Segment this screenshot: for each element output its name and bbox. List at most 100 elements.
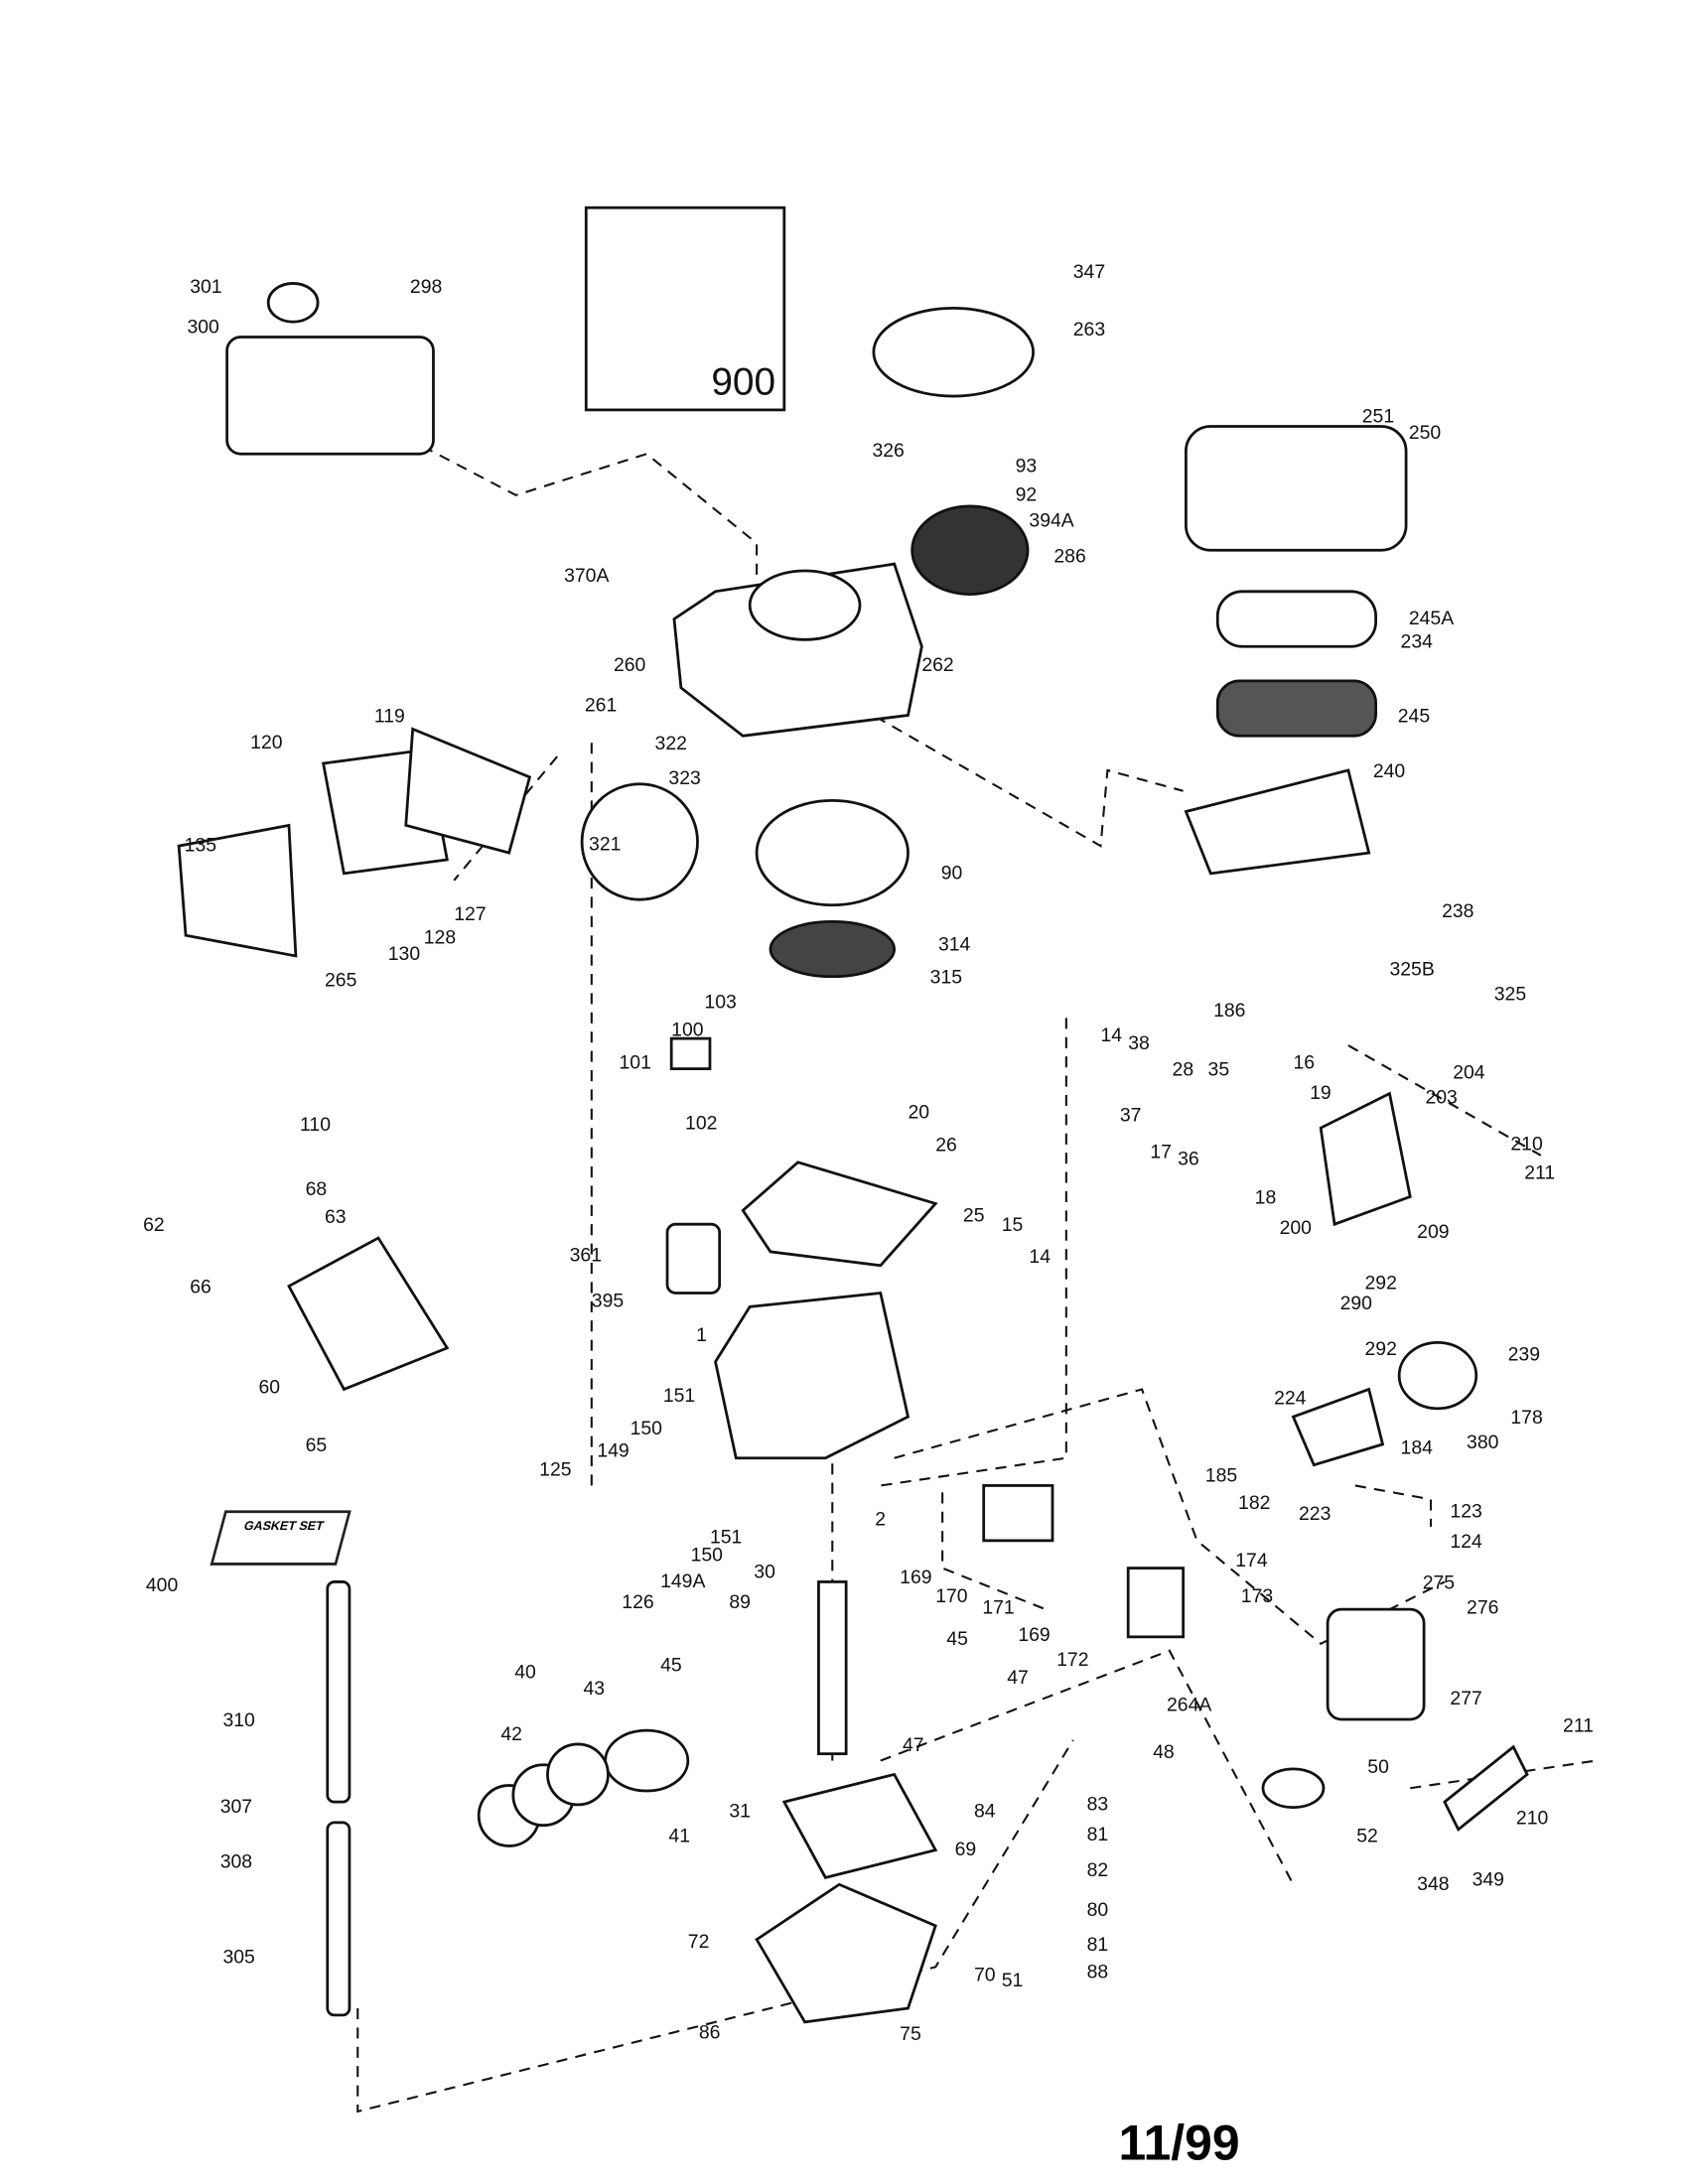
bracket-shape bbox=[177, 823, 298, 958]
part-number-label: 395 bbox=[591, 1289, 625, 1311]
intake-shape bbox=[1291, 1387, 1385, 1467]
part-number-label: 290 bbox=[1339, 1292, 1372, 1314]
part-number-label: 47 bbox=[1007, 1665, 1029, 1689]
sump-gasket-shape bbox=[781, 1772, 938, 1879]
part-number-label: 83 bbox=[1086, 1792, 1109, 1815]
part-number-label: 40 bbox=[514, 1660, 536, 1683]
part-number-label: 323 bbox=[668, 765, 701, 788]
part-number-label: 66 bbox=[190, 1275, 211, 1297]
part-number-label: 89 bbox=[729, 1589, 751, 1612]
part-number-label: 84 bbox=[974, 1799, 996, 1822]
part-number-label: 223 bbox=[1299, 1502, 1332, 1525]
part-number-label: 300 bbox=[187, 315, 219, 338]
part-number-label: 42 bbox=[500, 1721, 522, 1744]
carburetor-shape bbox=[1397, 1340, 1478, 1411]
part-number-label: 17 bbox=[1150, 1140, 1172, 1162]
brake-bracket-shape bbox=[1443, 1744, 1529, 1833]
part-number-label: 286 bbox=[1053, 544, 1086, 567]
dipstick-tube-shape bbox=[326, 1580, 351, 1804]
part-number-label: 124 bbox=[1450, 1529, 1482, 1552]
part-number-label: 31 bbox=[729, 1799, 751, 1822]
part-number-label: 245A bbox=[1408, 607, 1455, 629]
muffler-shape bbox=[1326, 1607, 1426, 1721]
part-number-label: 51 bbox=[1001, 1968, 1024, 1990]
part-number-label: 126 bbox=[622, 1589, 654, 1612]
part-number-label: 310 bbox=[222, 1707, 255, 1731]
part-number-label: 149A bbox=[660, 1569, 706, 1592]
part-number-label: 72 bbox=[687, 1929, 710, 1953]
part-number-label: 347 bbox=[1072, 259, 1106, 283]
part-outlines bbox=[177, 282, 1529, 2024]
part-number-label: 50 bbox=[1367, 1755, 1389, 1778]
part-number-label: 171 bbox=[982, 1595, 1015, 1618]
part-number-label: 264A bbox=[1166, 1693, 1212, 1715]
part-number-label: 250 bbox=[1408, 420, 1442, 444]
part-number-label: 234 bbox=[1400, 629, 1433, 652]
part-number-label: 52 bbox=[1356, 1824, 1378, 1846]
part-number-label: 128 bbox=[423, 925, 457, 948]
part-number-label: 25 bbox=[962, 1203, 985, 1226]
part-number-label: 14 bbox=[1029, 1244, 1052, 1268]
engine-inset-box: 900 bbox=[584, 205, 786, 412]
part-number-label: 90 bbox=[940, 861, 963, 884]
part-number-label: 276 bbox=[1467, 1595, 1499, 1618]
part-number-label: 14 bbox=[1100, 1023, 1123, 1046]
rewind-starter-shape bbox=[872, 306, 1035, 398]
part-number-label: 380 bbox=[1467, 1431, 1499, 1453]
part-number-label: 184 bbox=[1400, 1435, 1433, 1458]
part-number-label: 28 bbox=[1172, 1057, 1194, 1080]
part-number-label: 80 bbox=[1086, 1898, 1109, 1921]
part-number-label: 120 bbox=[250, 730, 283, 752]
part-number-label: 182 bbox=[1238, 1490, 1271, 1514]
part-number-label: 43 bbox=[583, 1677, 606, 1700]
part-number-label: 307 bbox=[219, 1795, 253, 1818]
part-number-label: 239 bbox=[1507, 1342, 1540, 1365]
part-number-label: 348 bbox=[1417, 1871, 1450, 1894]
part-number-label: 15 bbox=[1001, 1213, 1024, 1236]
crankcase-shape bbox=[714, 1291, 911, 1460]
part-number-label: 82 bbox=[1086, 1857, 1109, 1881]
part-number-label: 35 bbox=[1207, 1057, 1230, 1080]
inset-label: 900 bbox=[711, 360, 776, 403]
part-number-label: 305 bbox=[222, 1945, 255, 1968]
part-number-label: 200 bbox=[1279, 1215, 1312, 1239]
part-number-label: 394A bbox=[1029, 508, 1074, 531]
part-number-label: 308 bbox=[219, 1849, 253, 1872]
part-number-label: 262 bbox=[921, 653, 954, 676]
sump-shape bbox=[755, 1882, 937, 2024]
part-number-label: 45 bbox=[946, 1627, 968, 1650]
part-number-label: 322 bbox=[654, 732, 687, 754]
part-number-label: 101 bbox=[619, 1050, 651, 1073]
air-filter-shape bbox=[1215, 679, 1377, 738]
part-number-label: 261 bbox=[584, 693, 618, 716]
part-number-label: 2 bbox=[875, 1507, 887, 1530]
part-number-label: 260 bbox=[613, 653, 646, 676]
part-number-label: 265 bbox=[325, 968, 357, 991]
part-number-label: 16 bbox=[1293, 1050, 1316, 1073]
part-number-label: 150 bbox=[690, 1543, 723, 1566]
part-number-label: 240 bbox=[1372, 758, 1406, 782]
ignition-module-shape bbox=[669, 1036, 712, 1070]
crankshaft-shape bbox=[817, 1580, 848, 1756]
part-number-label: 210 bbox=[1515, 1806, 1549, 1829]
part-number-label: 361 bbox=[569, 1243, 603, 1266]
part-number-label: 211 bbox=[1563, 1713, 1594, 1736]
stator-shape bbox=[769, 919, 897, 979]
part-number-label: 123 bbox=[1450, 1499, 1482, 1522]
part-number-label: 150 bbox=[630, 1417, 662, 1439]
part-number-label: 18 bbox=[1254, 1185, 1277, 1208]
gasket-set-box: GASKET SET bbox=[210, 1510, 351, 1566]
part-number-label: 135 bbox=[184, 833, 217, 856]
part-number-label: 93 bbox=[1015, 454, 1038, 477]
part-number-label: 125 bbox=[539, 1457, 572, 1480]
part-number-label: 92 bbox=[1015, 482, 1038, 505]
head-gasket-shape bbox=[404, 727, 532, 855]
part-number-label: 48 bbox=[1153, 1739, 1175, 1762]
part-number-label: 47 bbox=[902, 1732, 924, 1756]
pre-cleaner-shape bbox=[1215, 590, 1377, 648]
part-number-label: 69 bbox=[954, 1838, 977, 1860]
part-number-label: 130 bbox=[387, 942, 421, 965]
part-number-label: 63 bbox=[325, 1204, 347, 1227]
part-number-label: 325B bbox=[1389, 957, 1435, 980]
part-number-label: 292 bbox=[1364, 1336, 1397, 1359]
